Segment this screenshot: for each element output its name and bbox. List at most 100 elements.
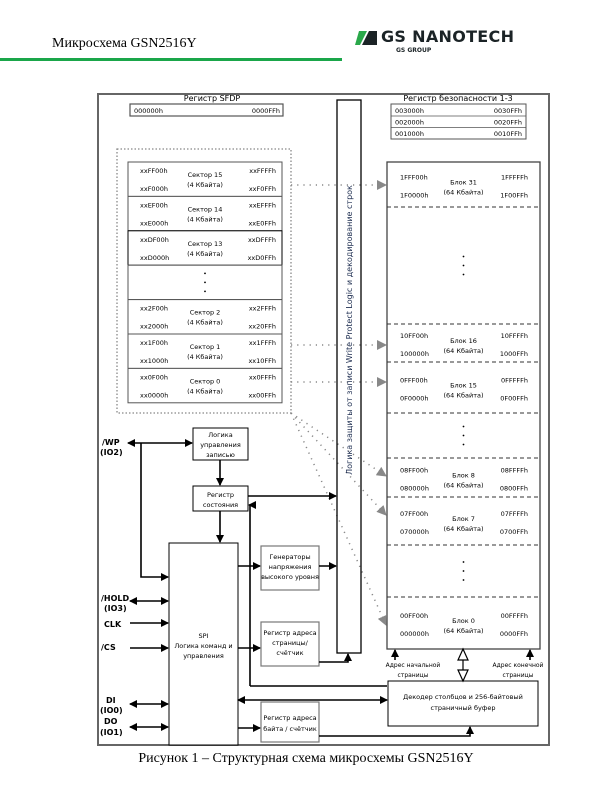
sector-address-bottom-right: xx10FFh	[248, 357, 276, 365]
sector-address-top-right: xx2FFFh	[249, 305, 276, 313]
sector-size: (4 Кбайта)	[187, 215, 223, 223]
write-control-logic: Логика управления записью	[192, 427, 249, 461]
high-voltage-generators: Генераторы напряжения высокого уровня	[260, 545, 320, 591]
sector-name: Сектор 1	[190, 343, 221, 351]
pin-wp: /WP	[102, 438, 120, 447]
block-size: (64 Кбайта)	[443, 627, 483, 635]
sector-address-bottom-left: xx1000h	[140, 357, 168, 365]
sector-address-bottom-right: xxE0FFh	[248, 219, 276, 227]
block-address-bottom-left: 0F0000h	[400, 395, 429, 403]
status-register: Регистр состояния	[192, 485, 249, 512]
block-array	[386, 161, 541, 650]
block-address-bottom-left: 080000h	[400, 485, 429, 493]
sector-address-top-right: xx0FFFh	[249, 373, 276, 381]
block-name: Блок 16	[450, 337, 477, 345]
block-address-bottom-right: 0700FFh	[500, 528, 528, 536]
block-address-bottom-right: 1000FFh	[500, 350, 528, 358]
sector-address-bottom-left: xx0000h	[140, 391, 168, 399]
mapping-arrow	[290, 412, 387, 477]
block-size: (64 Кбайта)	[443, 525, 483, 533]
pin-io2: (IO2)	[100, 448, 123, 457]
block-address-bottom-left: 1F0000h	[400, 192, 429, 200]
diagram-frame	[97, 93, 550, 746]
block-address-top-right: 08FFFFh	[501, 467, 528, 475]
sector-size: (4 Кбайта)	[187, 250, 223, 258]
svg-text:счётчик: счётчик	[276, 649, 303, 657]
ellipsis-dot	[204, 290, 206, 293]
data-bus-arrow	[457, 647, 469, 683]
svg-text:SPI: SPI	[199, 632, 209, 640]
sector-address-top-left: xx2F00h	[140, 305, 168, 313]
security-row-start: 003000h	[395, 107, 424, 115]
ellipsis-dot	[462, 443, 465, 446]
svg-text:управления: управления	[183, 652, 224, 660]
security-row-end: 0030FFh	[494, 107, 522, 115]
sector-size: (4 Кбайта)	[187, 353, 223, 361]
sector-address-bottom-right: xxD0FFh	[248, 254, 276, 262]
svg-text:байта / счётчик: байта / счётчик	[263, 725, 317, 733]
block-address-bottom-right: 0000FFh	[500, 630, 528, 638]
sector-size: (4 Кбайта)	[187, 387, 223, 395]
pin-do: DO	[104, 717, 118, 726]
sector-name: Сектор 0	[190, 377, 221, 385]
sector-name: Сектор 15	[188, 171, 223, 179]
sector-group-outline	[116, 148, 292, 414]
security-row-end: 0010FFh	[494, 130, 522, 138]
sector-address-top-left: xxDF00h	[140, 236, 169, 244]
block-address-top-right: 10FFFFh	[501, 332, 528, 340]
sector-size: (4 Кбайта)	[187, 319, 223, 327]
security-title: Регистр безопасности 1-3	[403, 94, 512, 103]
svg-text:Декодер столбцов и 256-байтовы: Декодер столбцов и 256-байтовый	[403, 693, 523, 701]
block-size: (64 Кбайта)	[443, 392, 483, 400]
svg-text:страницы/: страницы/	[272, 639, 308, 647]
svg-text:состояния: состояния	[203, 501, 238, 509]
sector-address-top-right: xxEFFFh	[249, 201, 276, 209]
pin-io1: (IO1)	[100, 728, 123, 737]
block-address-bottom-right: 0F00FFh	[500, 395, 528, 403]
block-address-top-left: 00FF00h	[400, 612, 428, 620]
block-address-top-left: 10FF00h	[400, 332, 428, 340]
logo-subtext: GS GROUP	[396, 47, 432, 54]
sector-address-top-right: xxDFFFh	[248, 236, 276, 244]
end-page-label: Адрес конечной	[493, 662, 544, 669]
start-page-label: страницы	[398, 672, 429, 679]
pin-di: DI	[106, 696, 116, 705]
mapping-arrow	[290, 412, 387, 516]
company-logo: GS NANOTECH GS GROUP	[355, 27, 605, 58]
pin-clk: CLK	[104, 620, 122, 629]
block-address-bottom-left: 000000h	[400, 630, 429, 638]
security-registers: Регистр безопасности 1-3 003000h 0030FFh…	[390, 94, 527, 140]
spi-command-logic: SPI Логика команд и управления	[168, 542, 239, 746]
byte-address-register: Регистр адреса байта / счётчик	[260, 701, 320, 743]
block-address-top-right: 07FFFFh	[501, 510, 528, 518]
block-address-top-right: 1FFFFFh	[501, 174, 528, 182]
svg-text:Генераторы: Генераторы	[269, 553, 310, 561]
sector-name: Сектор 13	[188, 240, 223, 248]
sector-size: (4 Кбайта)	[187, 181, 223, 189]
sector-to-block-mappings	[290, 180, 387, 626]
logo-mark-icon	[355, 31, 377, 45]
sector-address-top-right: xx1FFFh	[249, 339, 276, 347]
svg-text:Логика: Логика	[208, 431, 232, 439]
svg-text:Регистр адреса: Регистр адреса	[263, 714, 316, 722]
block-address-top-left: 08FF00h	[400, 467, 428, 475]
figure-caption: Рисунок 1 – Структурная схема микросхемы…	[138, 751, 474, 766]
ellipsis-dot	[462, 579, 465, 581]
sector-address-bottom-right: xx20FFh	[248, 323, 276, 331]
ellipsis-dot	[462, 255, 465, 258]
svg-text:высокого уровня: высокого уровня	[261, 573, 319, 581]
signal-wires	[127, 439, 534, 737]
block-ellipsis	[387, 412, 540, 446]
block-name: Блок 7	[452, 515, 475, 523]
